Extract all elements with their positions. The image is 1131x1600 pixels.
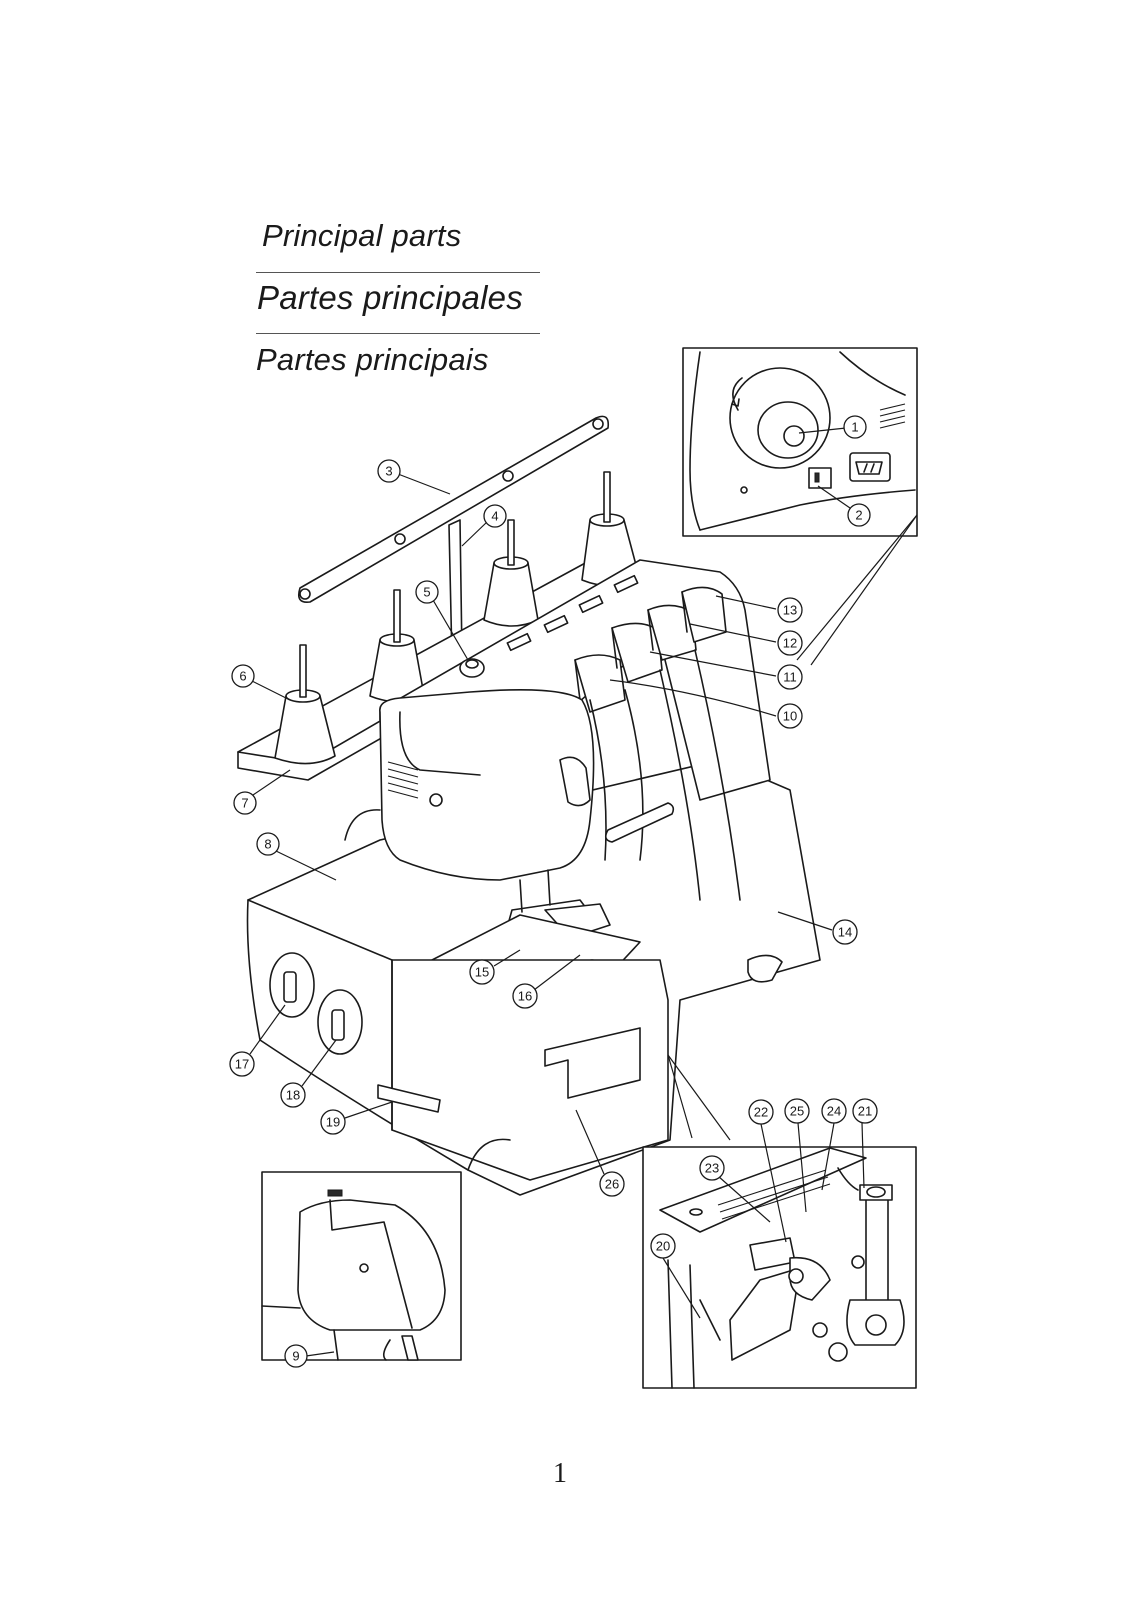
serger-machine [237,415,821,1196]
callout-circle-18 [280,1082,306,1108]
callout-circle-25 [784,1098,810,1124]
callout-circle-19 [320,1109,346,1135]
callout-circle-15 [469,959,495,985]
callout-label-25: 25 [790,1104,804,1119]
callout-label-5: 5 [423,585,430,600]
callout-circle-4 [483,504,507,528]
callout-label-7: 7 [241,796,248,811]
title-english: Principal parts [262,218,462,253]
callout-circle-24 [821,1098,847,1124]
inset-front-cover [261,1171,462,1361]
title-divider-2 [256,333,540,334]
callout-circle-10 [777,703,803,729]
callout-label-10: 10 [783,709,797,724]
callout-label-23: 23 [705,1161,719,1176]
callout-label-8: 8 [264,837,271,852]
callout-circle-6 [231,664,255,688]
callout-circle-7 [233,791,257,815]
callout-label-3: 3 [385,464,392,479]
spool-cone-2 [369,589,425,703]
callout-label-19: 19 [326,1115,340,1130]
callout-label-16: 16 [518,989,532,1004]
callout-label-13: 13 [783,603,797,618]
callout-label-15: 15 [475,965,489,980]
callout-circle-20 [650,1233,676,1259]
callout-circle-22 [748,1099,774,1125]
title-portuguese: Partes principais [256,342,489,377]
callout-circle-14 [832,919,858,945]
callout-circle-26 [599,1171,625,1197]
callout-label-6: 6 [239,669,246,684]
callout-circle-11 [777,664,803,690]
title-divider-1 [256,272,540,273]
tension-dials [574,586,727,713]
callout-circle-23 [699,1155,725,1181]
callout-circle-21 [852,1098,878,1124]
spool-cone-3 [483,519,539,627]
callout-circle-9 [284,1344,308,1368]
callout-label-17: 17 [235,1057,249,1072]
callout-label-26: 26 [605,1177,619,1192]
callout-labels: 1 2 3 4 5 6 7 8 9 10 [229,415,878,1368]
callout-circle-3 [377,459,401,483]
callout-label-4: 4 [491,509,498,524]
callout-label-12: 12 [783,636,797,651]
callout-circle-16 [512,983,538,1009]
callout-circle-13 [777,597,803,623]
callout-label-18: 18 [286,1088,300,1103]
title-spanish: Partes principales [257,279,523,316]
callout-label-24: 24 [827,1104,841,1119]
callout-label-22: 22 [754,1105,768,1120]
inset-handwheel-switch [682,347,918,537]
callout-circle-17 [229,1051,255,1077]
callout-circle-2 [847,503,871,527]
callout-circle-1 [843,415,867,439]
spool-cone-1 [274,644,336,765]
callout-label-2: 2 [855,508,862,523]
callout-label-11: 11 [783,670,797,685]
callout-label-9: 9 [292,1349,299,1364]
inset-looper-area [642,1146,917,1389]
callout-label-20: 20 [656,1239,670,1254]
callout-circle-5 [415,580,439,604]
page-number: 1 [553,1458,567,1489]
callout-circle-8 [256,832,280,856]
callout-label-21: 21 [858,1104,872,1119]
callout-label-14: 14 [838,925,852,940]
callout-label-1: 1 [851,420,858,435]
callout-circle-12 [777,630,803,656]
